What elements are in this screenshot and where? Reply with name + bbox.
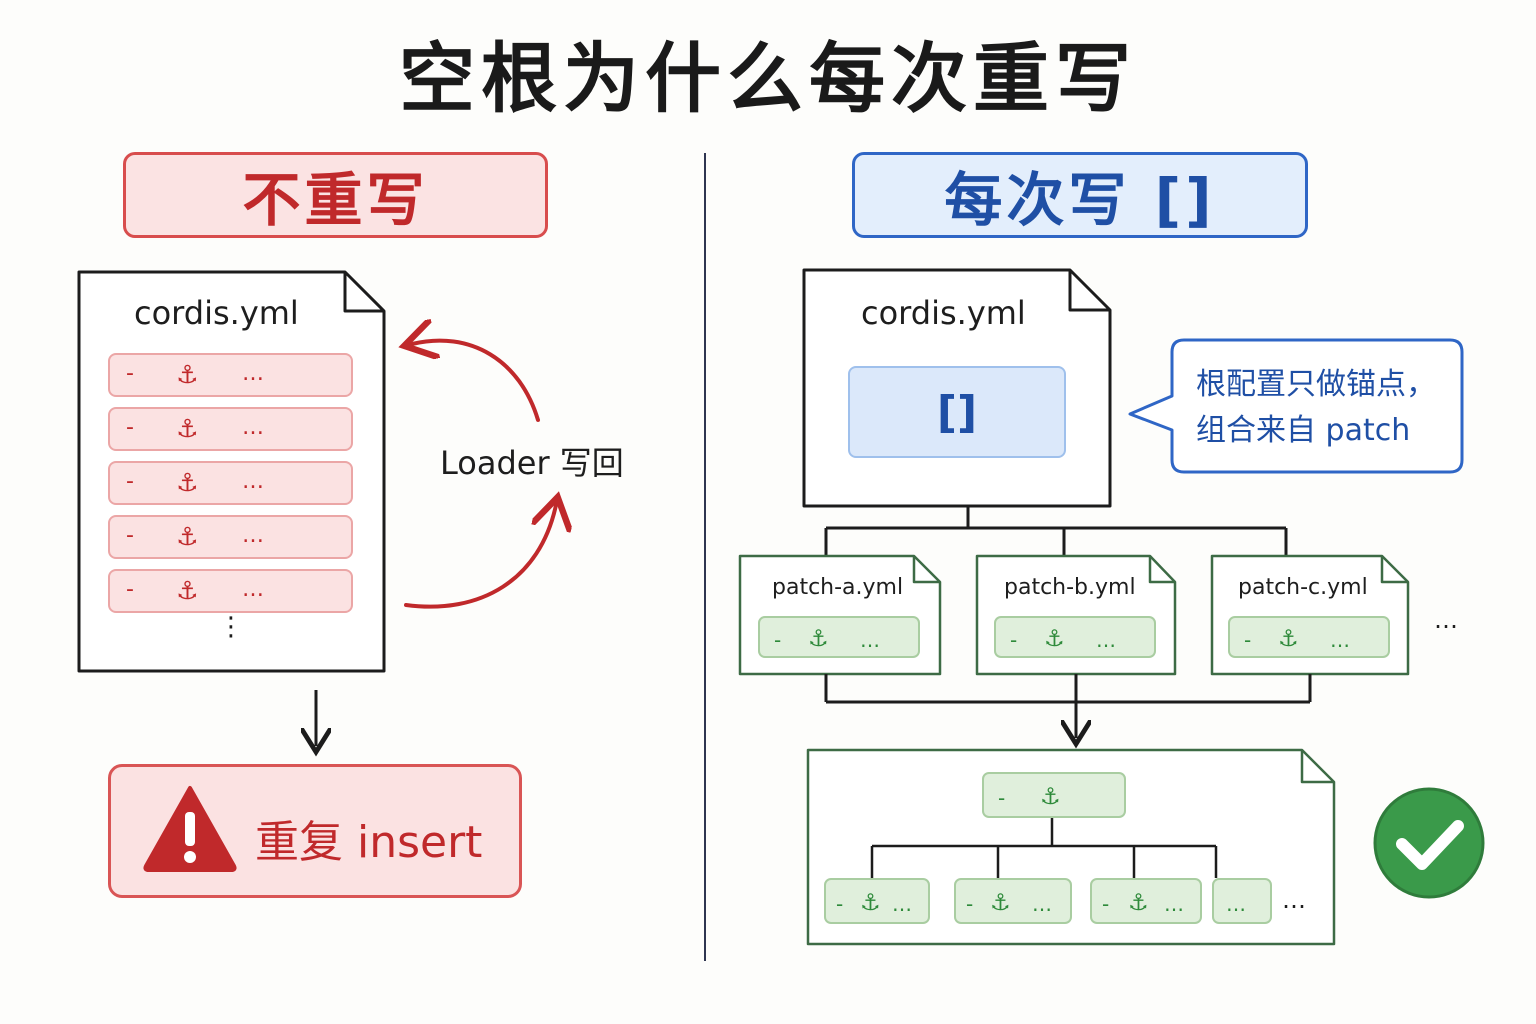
list-item: - ⚓ … xyxy=(108,515,353,559)
loader-upper-arrow xyxy=(412,341,540,422)
anchor-icon: ⚓ xyxy=(1040,784,1061,810)
patches-to-result-connector xyxy=(824,674,1312,738)
anchor-icon: ⚓ xyxy=(1128,890,1149,916)
result-child-item: … xyxy=(1212,878,1272,924)
rewrite-empty-header: 每次写 [] xyxy=(852,152,1308,238)
root-to-patches-connector xyxy=(824,506,1288,556)
anchor-icon: ⚓ xyxy=(990,890,1011,916)
warning-label: 重复 insert xyxy=(255,817,483,868)
list-item: - ⚓ … xyxy=(108,569,353,613)
page-title: 空根为什么每次重写 xyxy=(399,34,1137,123)
list-item: - ⚓ … xyxy=(108,407,353,451)
more-results-indicator: … xyxy=(1282,886,1306,914)
anchor-icon: ⚓ xyxy=(1278,626,1299,652)
more-patches-indicator: … xyxy=(1434,606,1458,634)
check-circle-icon xyxy=(1373,787,1485,899)
list-item: - ⚓ … xyxy=(758,616,920,658)
section-divider xyxy=(704,153,706,961)
list-item: - ⚓ … xyxy=(108,353,353,397)
list-item: - ⚓ … xyxy=(108,461,353,505)
anchor-icon: ⚓ xyxy=(176,576,199,605)
result-child-item: - ⚓ … xyxy=(954,878,1072,924)
result-tree-connector xyxy=(870,818,1218,878)
anchor-icon: ⚓ xyxy=(860,890,881,916)
anchor-icon: ⚓ xyxy=(176,360,199,389)
anchor-icon: ⚓ xyxy=(1044,626,1065,652)
anchor-icon: ⚓ xyxy=(808,626,829,652)
result-root-item: - ⚓ xyxy=(982,772,1126,818)
no-rewrite-header: 不重写 xyxy=(123,152,548,238)
anchor-icon: ⚓ xyxy=(176,522,199,551)
right-file-name: cordis.yml xyxy=(861,294,1026,332)
result-child-item: - ⚓ … xyxy=(1090,878,1202,924)
callout-bubble xyxy=(1128,338,1464,474)
loader-lower-arrow xyxy=(404,505,556,609)
warning-icon xyxy=(143,786,237,872)
result-child-item: - ⚓ … xyxy=(824,878,930,924)
list-item: - ⚓ … xyxy=(1228,616,1390,658)
empty-root-value: [] xyxy=(848,366,1066,458)
duplicate-insert-warning xyxy=(108,764,522,898)
patch-file-name: patch-c.yml xyxy=(1238,575,1368,600)
anchor-icon: ⚓ xyxy=(176,414,199,443)
callout-note: 根配置只做锚点， 组合来自 patch xyxy=(1196,367,1436,448)
more-rows-indicator: ⋮ xyxy=(218,612,244,642)
patch-file-name: patch-b.yml xyxy=(1004,575,1136,600)
list-item: - ⚓ … xyxy=(994,616,1156,658)
patch-file-name: patch-a.yml xyxy=(772,575,904,600)
anchor-icon: ⚓ xyxy=(176,468,199,497)
left-file-name: cordis.yml xyxy=(134,294,299,332)
loader-writeback-label: Loader 写回 xyxy=(440,444,624,482)
